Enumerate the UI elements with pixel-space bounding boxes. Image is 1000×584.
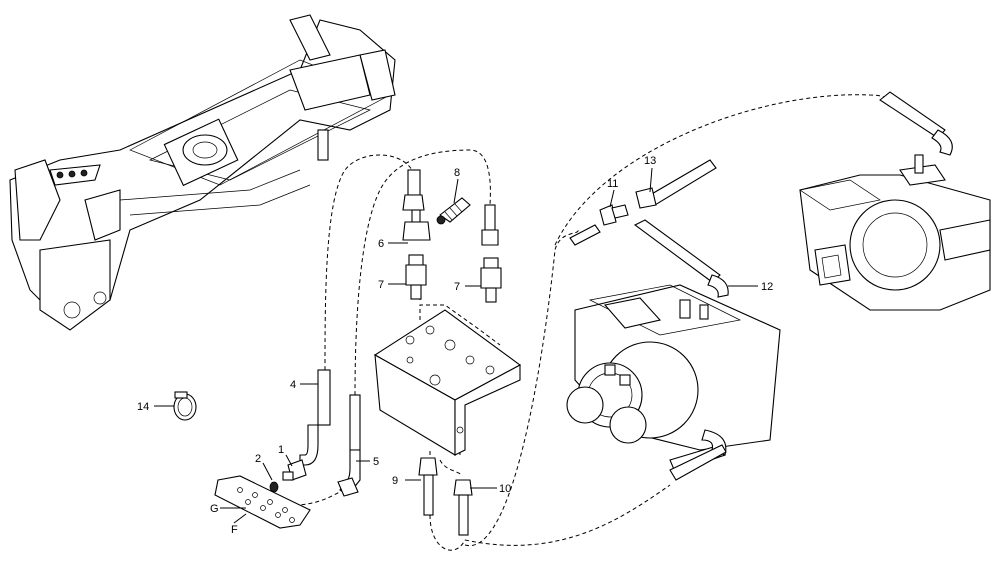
callout-10: 10 bbox=[499, 483, 511, 495]
front-axle bbox=[566, 284, 781, 481]
callout-6: 6 bbox=[378, 238, 384, 250]
rear-axle bbox=[799, 154, 991, 311]
callout-F: F bbox=[231, 524, 238, 536]
callout-8: 8 bbox=[454, 167, 460, 179]
part-8-valve bbox=[436, 197, 471, 225]
callout-13: 13 bbox=[644, 155, 656, 167]
callout-2: 2 bbox=[255, 453, 261, 465]
callout-5: 5 bbox=[373, 456, 379, 468]
clamp-14 bbox=[173, 391, 197, 421]
callout-7-left: 7 bbox=[378, 279, 384, 291]
pipes-9-10 bbox=[418, 457, 473, 536]
callout-1: 1 bbox=[278, 444, 284, 456]
callout-11: 11 bbox=[607, 178, 618, 190]
callout-4: 4 bbox=[290, 379, 296, 391]
fittings-upper bbox=[402, 169, 502, 303]
pipes-right bbox=[569, 91, 953, 298]
callout-14: 14 bbox=[137, 401, 149, 413]
pipes-lower-left bbox=[214, 369, 361, 529]
callout-labels: 1 2 4 5 6 7 7 8 9 10 11 12 13 14 G F bbox=[137, 155, 773, 536]
valve-block bbox=[373, 304, 522, 456]
leader-lines bbox=[154, 167, 758, 524]
callout-12: 12 bbox=[761, 281, 773, 293]
callout-9: 9 bbox=[392, 475, 398, 487]
callout-7-right: 7 bbox=[454, 281, 460, 293]
callout-G: G bbox=[210, 503, 219, 515]
chassis-frame bbox=[9, 14, 396, 331]
